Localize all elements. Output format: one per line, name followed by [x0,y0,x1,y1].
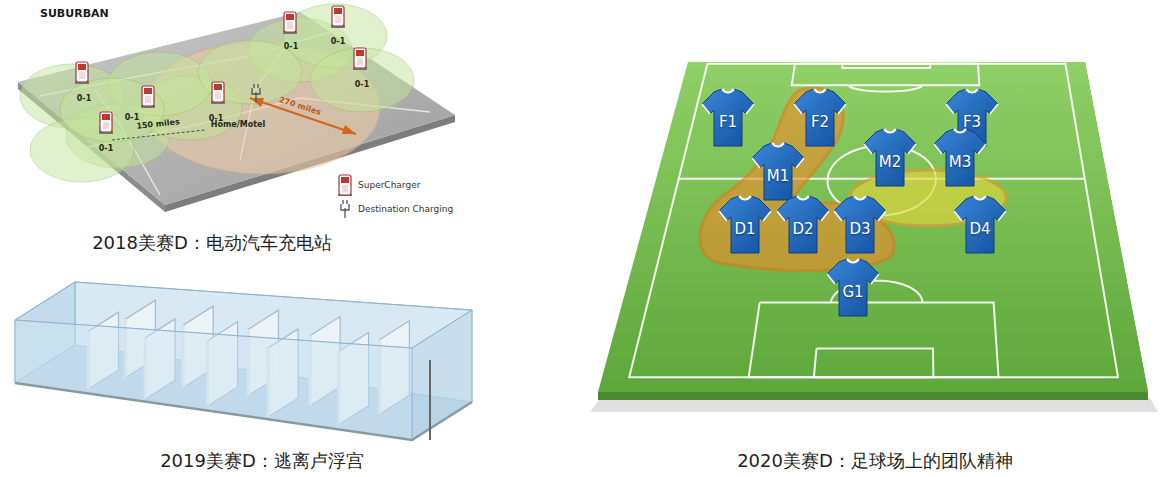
football-field [590,62,1158,412]
field-shadow [590,398,1158,412]
player-jersey: F1 [700,87,756,149]
player-label: D4 [969,212,990,238]
door-frame [429,360,431,440]
label-holder: 2019美赛D：逃离卢浮宫 [160,449,364,473]
box-base [15,383,472,440]
label-holder: 0-1 [355,80,369,89]
label-holder: 2020美赛D：足球场上的团队精神 [737,449,1013,473]
label-holder: 0-1 [284,42,298,51]
goal-box [814,348,933,377]
goal-box [842,64,930,68]
player-jersey: D1 [717,194,773,256]
label-holder: 0-1 [125,113,139,122]
panel-caption: 2019美赛D：逃离卢浮宫 [160,449,364,473]
supercharger-icon [75,62,89,84]
player-jersey: M1 [750,141,806,203]
label-holder: SUBURBAN [40,7,109,20]
supercharger-sample [337,174,353,196]
player-jersey: M2 [862,127,918,189]
coverage-circle [60,78,164,142]
capacity-label: 0-1 [331,37,345,46]
player-label: M1 [767,159,790,185]
label-holder: Home/Motel [211,120,265,129]
capacity-label: 0-1 [77,94,91,103]
player-jersey: F2 [792,87,848,149]
player-label: G1 [842,275,863,301]
team-link-zone [700,88,894,271]
penalty-box [792,64,980,85]
field-ground [598,62,1148,392]
legend-text: Destination Charging [358,204,453,214]
player-label: F2 [811,105,829,131]
penalty-arc [849,85,922,91]
legend-row: Destination Charging [337,198,453,220]
player-label: F1 [719,105,737,131]
player-jersey: M3 [932,127,988,189]
player-label: D1 [734,212,755,238]
capacity-label: 0-1 [355,80,369,89]
capacity-label: 0-1 [284,42,298,51]
player-label: D2 [792,212,813,238]
player-label: M2 [879,145,902,171]
player-label: F3 [963,105,981,131]
label-holder: 0-1 [331,37,345,46]
destination-icon [252,84,260,102]
panel-heading: SUBURBAN [40,7,109,20]
player-label: D3 [849,212,870,238]
player-label: M3 [949,145,972,171]
distance-line [112,130,205,140]
supercharger-icon [283,12,297,34]
destination-icon [341,200,349,218]
charging-map [18,4,455,212]
penalty-box [749,303,999,378]
panel-caption: 2018美赛D：电动汽车充电站 [92,231,332,255]
arrow-head [342,125,356,134]
supercharger-icon [353,48,367,70]
place-label: Home/Motel [211,120,265,129]
coverage-circle [310,48,414,112]
slab-top [18,12,455,205]
legend-text: SuperCharger [358,180,420,190]
coverage-circle [198,40,302,104]
legend-row: SuperCharger [337,174,420,196]
destination-sample [337,198,353,220]
field-edge [598,392,1148,400]
label-holder: 0-1 [99,144,113,153]
louvre-box [15,282,472,440]
box-front [15,320,412,440]
touch-line [629,64,1118,378]
supercharger-icon [211,82,225,104]
capacity-label: 0-1 [99,144,113,153]
supercharger-icon [141,86,155,108]
capacity-label: 0-1 [125,113,139,122]
supercharger-icon [331,6,345,28]
label-holder: 0-1 [77,94,91,103]
player-jersey: G1 [825,257,881,319]
arrow-head [250,98,264,107]
player-jersey: D3 [832,194,888,256]
box-top-rim [15,282,472,348]
supercharger-icon [338,175,352,196]
supercharger-icon [99,112,113,134]
player-jersey: D4 [952,194,1008,256]
panel-caption: 2020美赛D：足球场上的团队精神 [737,449,1013,473]
label-holder: 2018美赛D：电动汽车充电站 [92,231,332,255]
player-jersey: D2 [775,194,831,256]
